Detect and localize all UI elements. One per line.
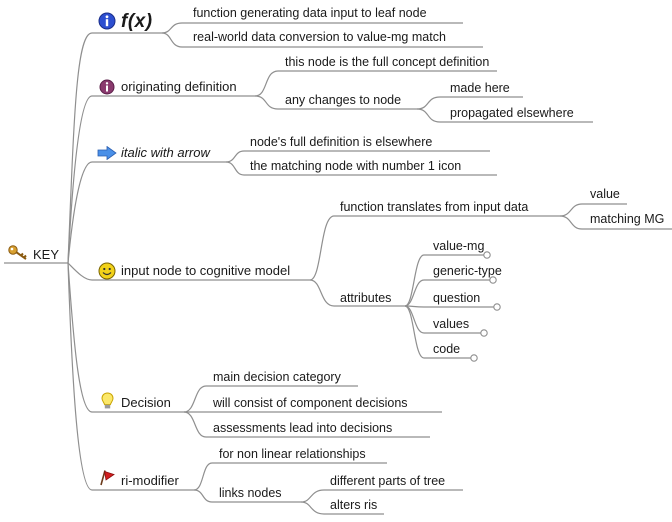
node-orig-child-2[interactable]: any changes to node	[285, 93, 402, 107]
flag-icon	[100, 470, 115, 486]
node-input-grandchild-value[interactable]: value	[590, 187, 620, 201]
edge-root-fx	[67, 32, 93, 264]
node-orig-grandchild-1[interactable]: made here	[450, 81, 510, 95]
node-orig-grandchild-2[interactable]: propagated elsewhere	[450, 106, 574, 120]
branch-label-fx[interactable]: f(x)	[121, 11, 153, 32]
edge-root-rimod	[67, 262, 93, 491]
branch-label-rimodifier[interactable]: ri-modifier	[121, 473, 179, 488]
root-label[interactable]: KEY	[33, 247, 60, 262]
attr-collapse-circle	[480, 329, 488, 337]
attr-value-mg[interactable]: value-mg	[433, 239, 485, 253]
attr-question[interactable]: question	[433, 291, 481, 305]
node-orig-child-1[interactable]: this node is the full concept definition	[285, 55, 490, 69]
edge-root-decision	[67, 262, 93, 413]
attr-generic-type[interactable]: generic-type	[433, 264, 502, 278]
node-decision-child-3[interactable]: assessments lead into decisions	[213, 421, 393, 435]
branch-label-italic[interactable]: italic with arrow	[121, 145, 210, 160]
node-fx-child-1[interactable]: function generating data input to leaf n…	[193, 6, 427, 20]
edge-root-orig	[67, 95, 93, 264]
blue-arrow-icon	[97, 146, 117, 160]
lightbulb-icon	[101, 392, 114, 409]
branch-label-decision[interactable]: Decision	[121, 395, 171, 410]
branch-label-input[interactable]: input node to cognitive model	[121, 263, 291, 278]
node-ital-child-2[interactable]: the matching node with number 1 icon	[250, 159, 462, 173]
node-decision-child-2[interactable]: will consist of component decisions	[213, 396, 408, 410]
node-input-child-attributes[interactable]: attributes	[340, 291, 392, 305]
info-icon	[98, 12, 116, 30]
node-input-child-1[interactable]: function translates from input data	[340, 200, 529, 214]
node-rimod-child-1[interactable]: for non linear relationships	[219, 447, 366, 461]
node-rimod-child-2[interactable]: links nodes	[219, 486, 282, 500]
node-input-grandchild-matching[interactable]: matching MG	[590, 212, 665, 226]
purple-info-icon	[99, 79, 115, 95]
smiley-icon	[98, 262, 116, 280]
node-decision-child-1[interactable]: main decision category	[213, 370, 341, 384]
node-rimod-grandchild-2[interactable]: alters ris	[330, 498, 378, 512]
edge-root-input	[67, 262, 93, 281]
node-fx-child-2[interactable]: real-world data conversion to value-mg m…	[193, 30, 446, 44]
attr-values[interactable]: values	[433, 317, 470, 331]
node-ital-child-1[interactable]: node's full definition is elsewhere	[250, 135, 433, 149]
attr-collapse-circle	[489, 276, 497, 284]
branch-label-originating[interactable]: originating definition	[121, 79, 237, 94]
attr-collapse-circle	[483, 251, 491, 259]
attr-code[interactable]: code	[433, 342, 461, 356]
attr-collapse-circle	[470, 354, 478, 362]
key-icon	[8, 245, 27, 260]
edge-root-ital	[67, 161, 93, 264]
node-rimod-grandchild-1[interactable]: different parts of tree	[330, 474, 446, 488]
attr-collapse-circle	[493, 303, 501, 311]
